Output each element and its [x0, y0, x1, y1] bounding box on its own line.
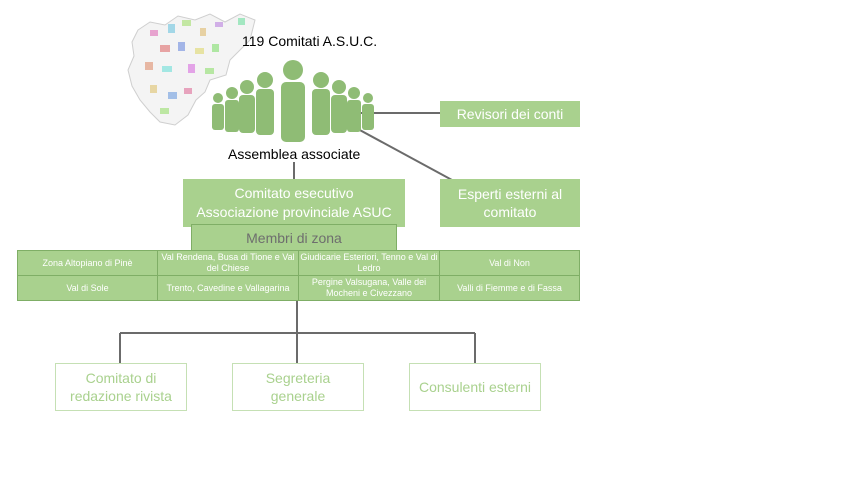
zone-cell: Pergine Valsugana, Valle dei Mocheni e C… — [298, 275, 440, 301]
revisori-label: Revisori dei conti — [456, 106, 564, 122]
title-text: 119 Comitati A.S.U.C. — [242, 33, 378, 49]
membri-box: Membri di zona — [191, 224, 397, 251]
segreteria-box: Segreteria generale — [232, 363, 364, 411]
segreteria-label: Segreteria generale — [265, 370, 331, 404]
membri-label: Membri di zona — [246, 229, 342, 246]
zone-cell: Val di Sole — [17, 275, 158, 301]
zone-label: Zona Altopiano di Pinè — [42, 257, 133, 268]
zone-cell: Giudicarie Esteriori, Tenno e Val di Led… — [298, 250, 440, 276]
esecutivo-box: Comitato esecutivo Associazione provinci… — [183, 179, 405, 227]
consulenti-box: Consulenti esterni — [409, 363, 541, 411]
esperti-label: Esperti esterni al comitato — [457, 186, 563, 220]
zone-label: Val di Sole — [66, 282, 109, 293]
zone-label: Trento, Cavedine e Vallagarina — [166, 282, 290, 293]
zone-cell: Val di Non — [439, 250, 580, 276]
esecutivo-line2: Associazione provinciale ASUC — [196, 204, 392, 220]
assembly-label: Assemblea associate — [228, 146, 361, 162]
zone-label: Valli di Fiemme e di Fassa — [457, 282, 562, 293]
zone-label: Val di Non — [489, 257, 530, 268]
consulenti-label: Consulenti esterni — [418, 379, 532, 395]
esecutivo-line1: Comitato esecutivo — [234, 185, 354, 201]
zone-cell: Valli di Fiemme e di Fassa — [439, 275, 580, 301]
zone-label: Giudicarie Esteriori, Tenno e Val di Led… — [300, 252, 438, 273]
zone-cell: Trento, Cavedine e Vallagarina — [157, 275, 299, 301]
zone-label: Pergine Valsugana, Valle dei Mocheni e C… — [311, 277, 427, 298]
zone-cell: Zona Altopiano di Pinè — [17, 250, 158, 276]
revisori-box: Revisori dei conti — [440, 101, 580, 127]
zone-label: Val Rendena, Busa di Tione e Val del Chi… — [161, 252, 295, 273]
esperti-box: Esperti esterni al comitato — [440, 179, 580, 227]
zone-cell: Val Rendena, Busa di Tione e Val del Chi… — [157, 250, 299, 276]
redazione-box: Comitato di redazione rivista — [55, 363, 187, 411]
redazione-label: Comitato di redazione rivista — [70, 370, 172, 404]
